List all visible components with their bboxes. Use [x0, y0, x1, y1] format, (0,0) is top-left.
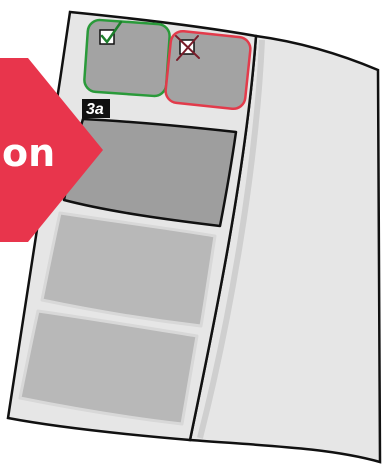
arrow-text: on	[2, 131, 55, 175]
section-label: 3a	[86, 101, 104, 118]
bad-option-box[interactable]	[164, 30, 251, 110]
good-option-box[interactable]	[84, 19, 171, 97]
